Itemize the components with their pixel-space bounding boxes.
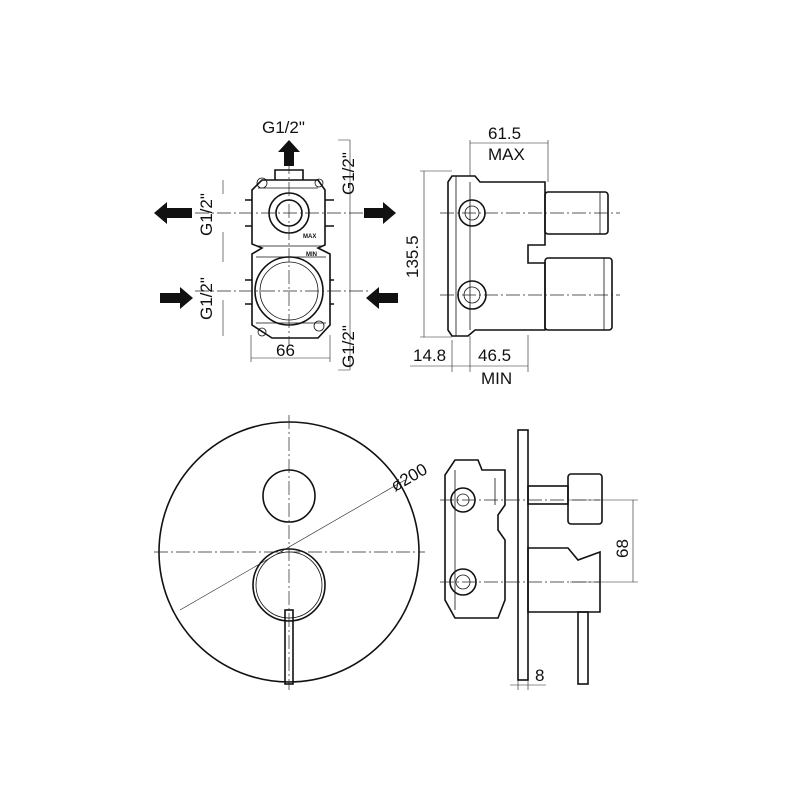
left-upper-thread-label: G1/2" bbox=[197, 193, 216, 236]
side-depth-min-label: 46.5 bbox=[478, 346, 511, 365]
left-upper-outlet-arrow bbox=[154, 202, 192, 224]
plate-diameter-label: ø200 bbox=[388, 460, 431, 496]
top-outlet-arrow bbox=[278, 140, 300, 166]
handle-spacing-label: 68 bbox=[613, 539, 632, 558]
side-max-text: MAX bbox=[488, 145, 525, 164]
right-upper-outlet-arrow bbox=[364, 202, 396, 224]
body-side-view bbox=[410, 140, 620, 372]
front-width-dimension bbox=[222, 139, 351, 371]
plate-thickness-label: 8 bbox=[535, 666, 544, 685]
side-offset-label: 14.8 bbox=[413, 346, 446, 365]
min-mark: MIN bbox=[306, 252, 317, 258]
right-lower-thread-label: G1/2" bbox=[339, 325, 358, 368]
top-thread-label: G1/2" bbox=[262, 118, 305, 137]
max-mark: MAX bbox=[303, 234, 316, 240]
front-width-label: 66 bbox=[276, 341, 295, 360]
left-lower-inlet-arrow bbox=[160, 287, 193, 309]
right-lower-inlet-arrow bbox=[366, 287, 398, 309]
body-front-view: MAX MIN bbox=[195, 160, 370, 346]
side-min-text: MIN bbox=[481, 369, 512, 388]
cover-plate-front-view bbox=[154, 415, 425, 690]
side-depth-max-label: 61.5 bbox=[488, 124, 521, 143]
side-height-label: 135.5 bbox=[403, 235, 422, 278]
left-lower-thread-label: G1/2" bbox=[197, 277, 216, 320]
right-upper-thread-label: G1/2" bbox=[339, 152, 358, 195]
assembly-side-view bbox=[440, 429, 638, 690]
flow-arrows bbox=[154, 140, 398, 309]
